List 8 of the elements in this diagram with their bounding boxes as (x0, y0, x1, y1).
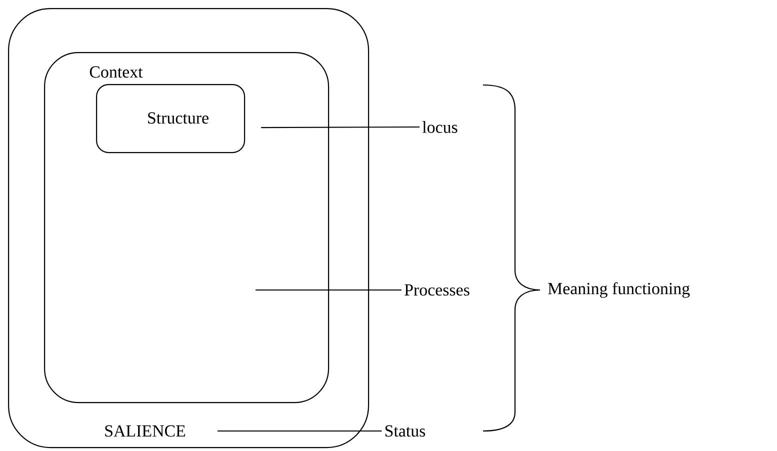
text-label: Meaning functioning (548, 282, 690, 298)
text-label: Status (385, 425, 426, 437)
text-label: locus (422, 121, 458, 133)
leader-line (261, 126, 420, 128)
leader-line (217, 430, 382, 432)
text-label: Processes (404, 284, 470, 296)
leader-line (256, 289, 402, 291)
structure-box: Structure (96, 84, 246, 154)
